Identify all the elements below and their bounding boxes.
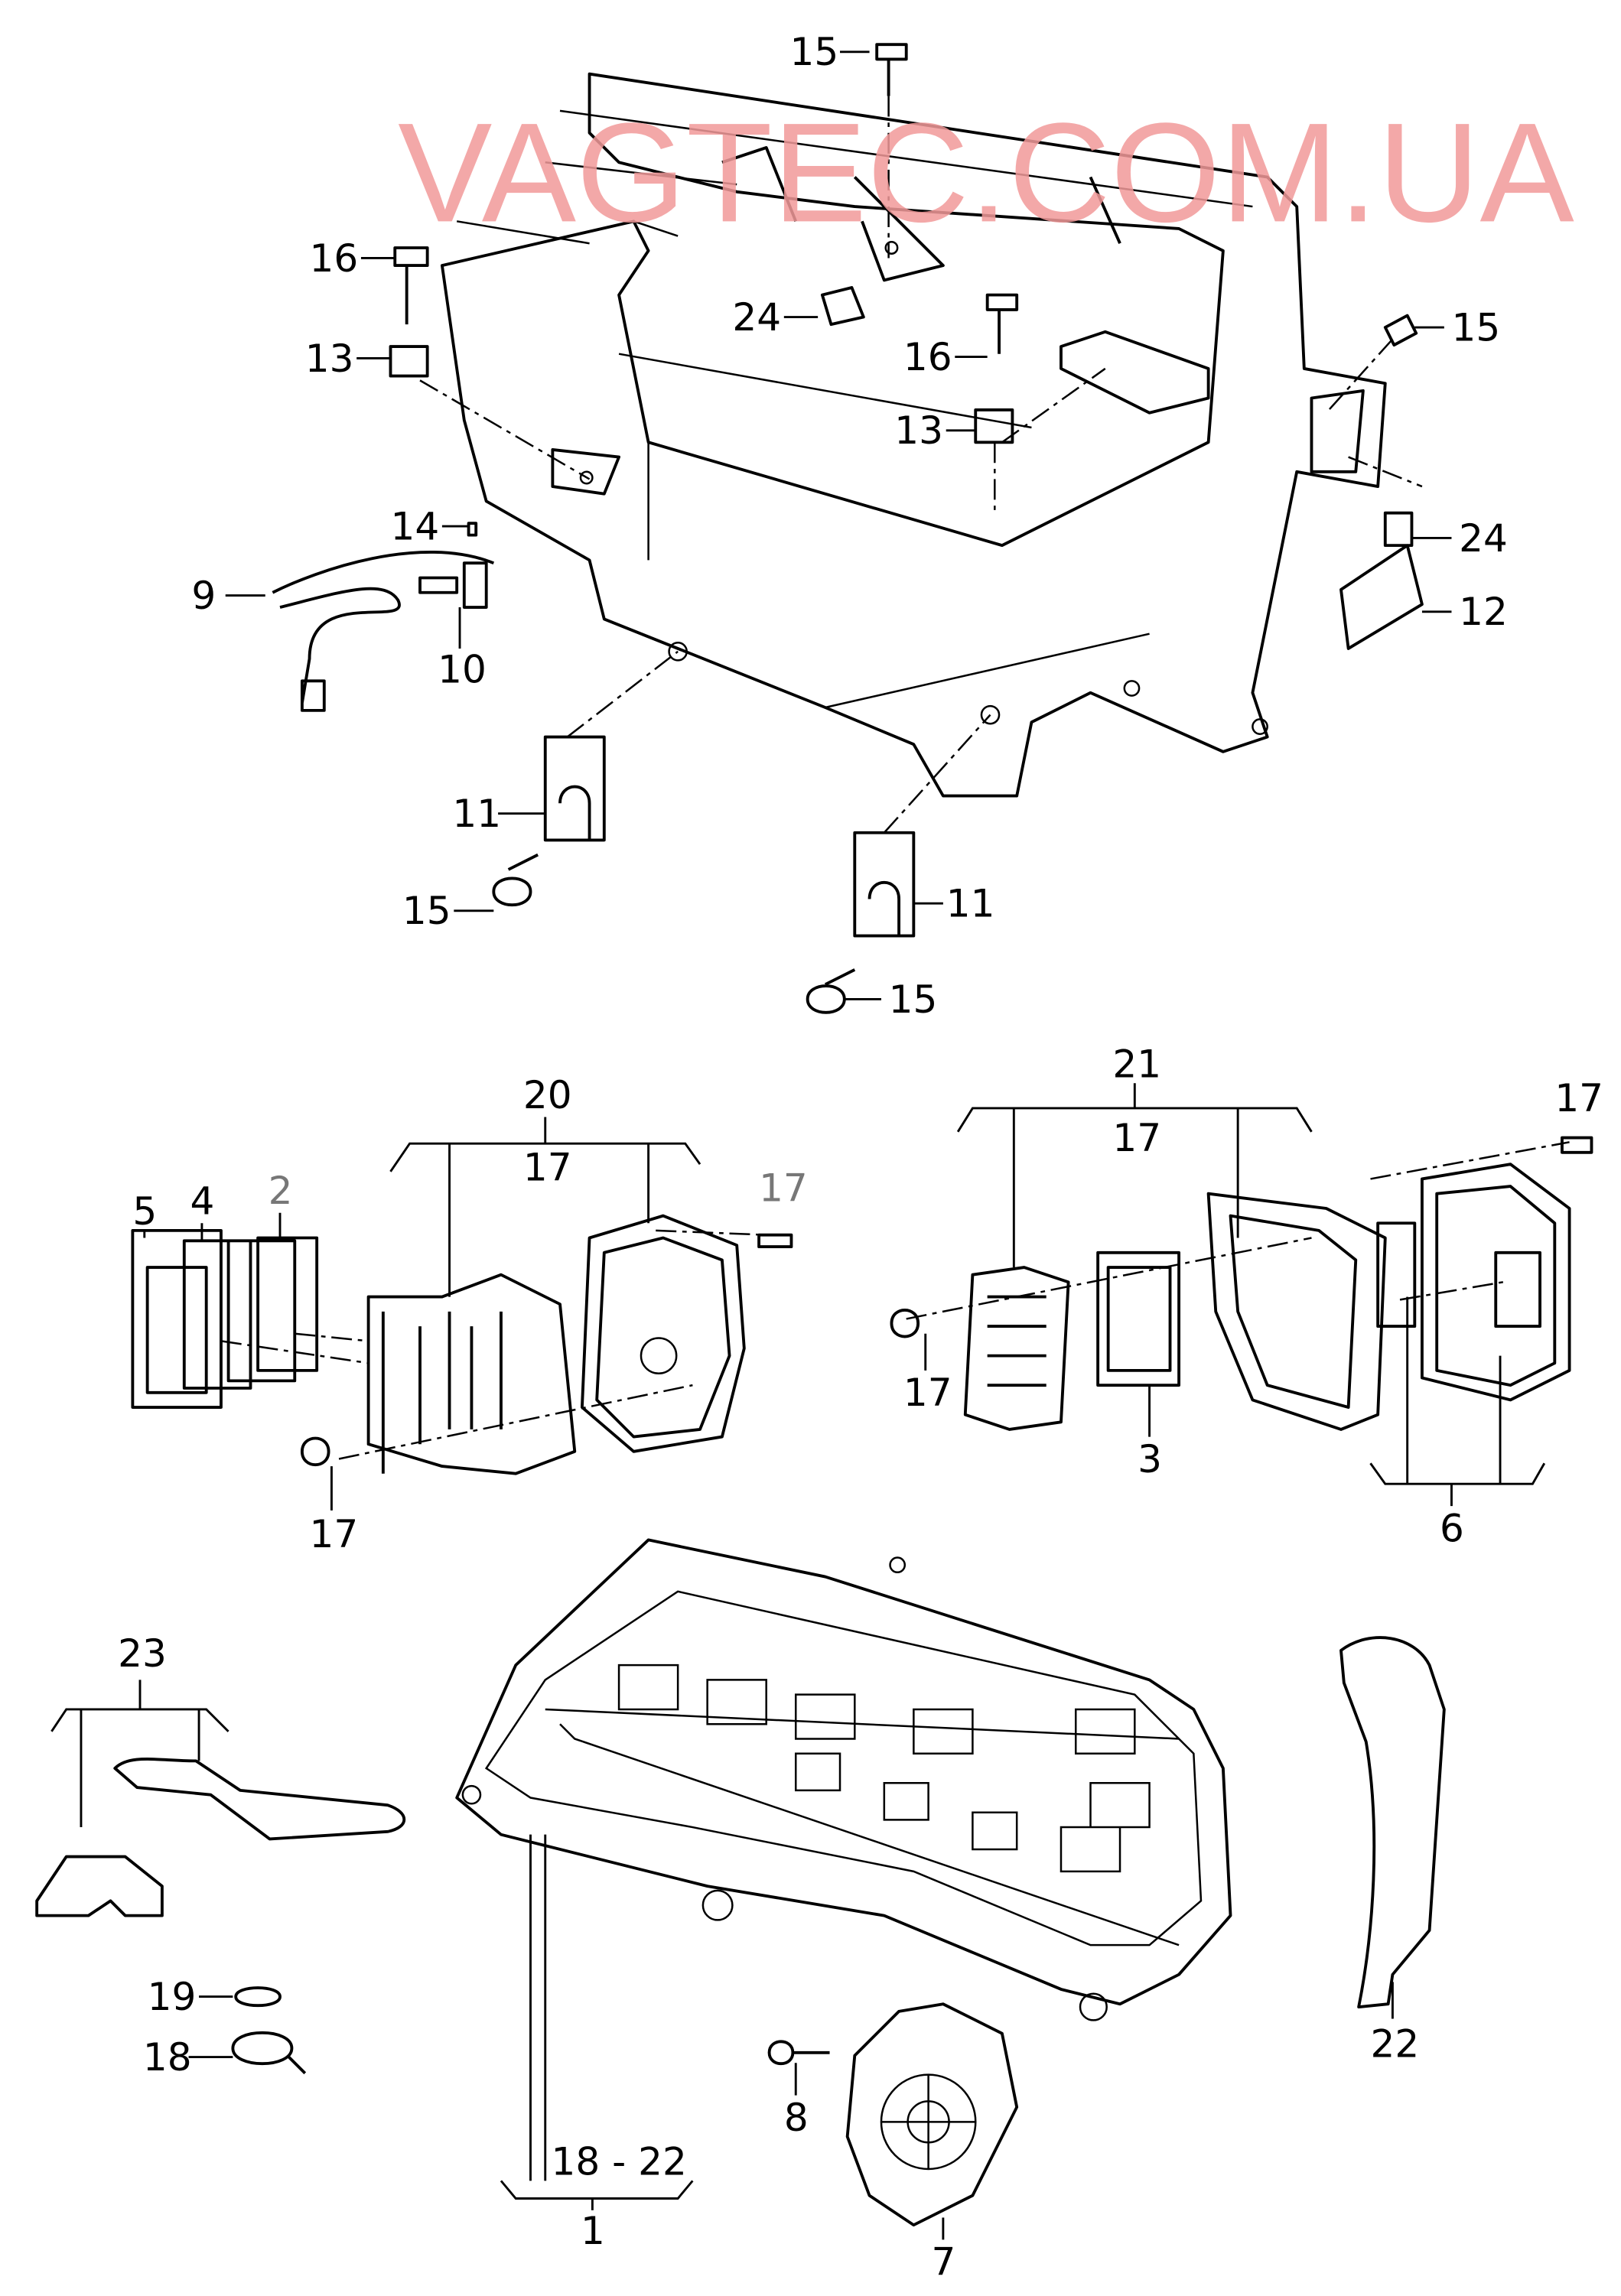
callout-24: 24 [1459,516,1508,561]
headlight-carrier-bracket [440,72,1387,798]
callout-3: 3 [1138,1437,1162,1481]
callout-6: 6 [1440,1506,1464,1550]
callout-12: 12 [1459,590,1508,634]
callout-16: 16 [903,335,952,379]
callout-4: 4 [190,1179,215,1224]
callout-17: 17 [310,1512,359,1556]
callout-17: 17 [1554,1076,1603,1120]
callout-18-22: 18 - 22 [551,2140,686,2184]
callout-8: 8 [784,2096,809,2140]
control-unit-group-left [131,1214,793,1475]
callout-20: 20 [523,1073,572,1117]
callout-16: 16 [310,236,359,281]
cover-cap [767,2002,1019,2227]
callout-2: 2 [269,1169,293,1213]
callout-11: 11 [946,882,995,926]
callout-21: 21 [1112,1042,1161,1087]
callout-17: 17 [523,1145,572,1189]
callout-15: 15 [790,30,839,74]
callout-19: 19 [148,1975,197,2019]
callout-15: 15 [889,977,938,1022]
callout-1: 1 [581,2209,605,2253]
callout-17: 17 [759,1166,808,1210]
callout-17: 17 [1112,1116,1161,1160]
callout-17: 17 [903,1371,952,1415]
callout-5: 5 [132,1189,157,1234]
callout-15: 15 [402,889,451,933]
callout-24: 24 [732,295,781,340]
callout-23: 23 [118,1631,167,1676]
callout-9: 9 [191,574,216,618]
callout-10: 10 [438,647,487,691]
callout-13: 13 [894,408,943,453]
callout-18: 18 [143,2035,192,2080]
trim-panel [1339,1636,1446,2008]
control-unit-group-right [890,1136,1593,1431]
callout-11: 11 [452,792,501,836]
callout-labels: 15 16 24 16 15 13 13 14 24 9 12 10 11 11… [118,30,1603,2285]
leader-lines [50,50,1546,2240]
screws-and-nuts-upper [272,43,1424,1014]
callout-14: 14 [390,504,439,548]
callout-7: 7 [931,2240,955,2285]
callout-13: 13 [305,337,354,381]
callout-22: 22 [1371,2022,1420,2067]
watermark: VAGTEC.COM.UA [398,94,1574,252]
headlight-housing [455,1538,1232,2021]
callout-15: 15 [1451,305,1500,350]
bracket-set [35,1758,405,2075]
